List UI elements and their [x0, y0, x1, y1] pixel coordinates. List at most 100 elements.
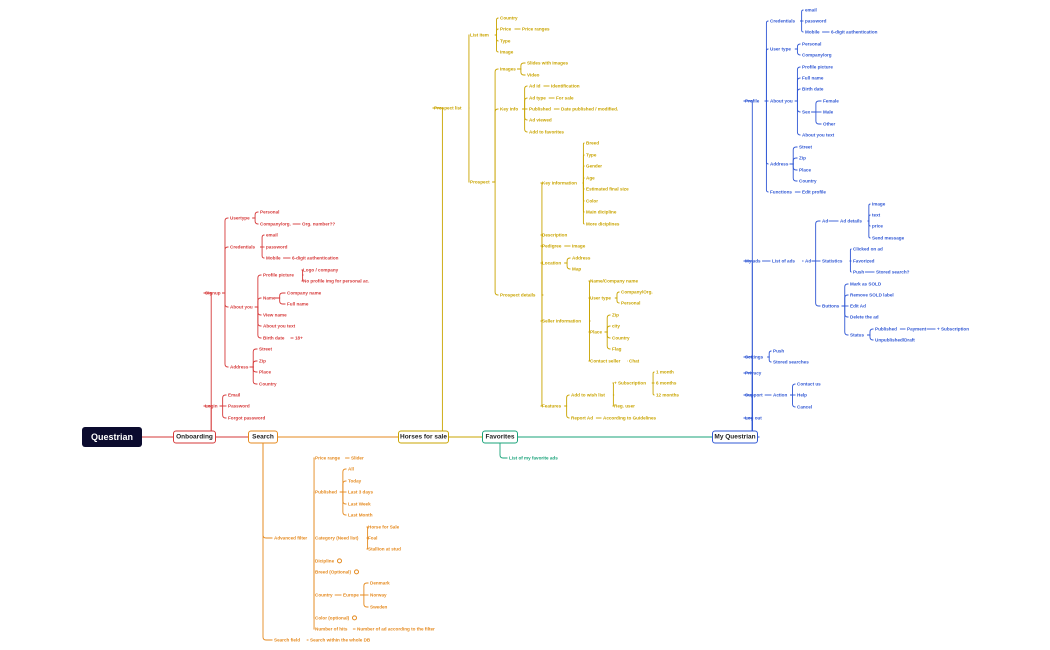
branch-favorites[interactable]: Favorites: [482, 430, 518, 444]
node-mq-spush: Push: [773, 349, 784, 354]
node-se-color: Color (optional): [315, 615, 358, 621]
connector-mq-status-to-mq-published: [867, 328, 874, 336]
branch-search[interactable]: Search: [248, 430, 278, 444]
node-ho-personal-text: Personal: [621, 300, 641, 306]
connector-mq-profile-to-mq-credentials: [764, 20, 769, 102]
node-mq-unpublished-text: Unpublished/Draft: [875, 337, 915, 343]
connector-mq-addetails-to-mq-text: [867, 214, 871, 222]
node-ho-type2-text: Type: [586, 152, 597, 158]
node-se-published-text: Published: [315, 489, 337, 495]
connector-ob-credentials-to-ob-email: [260, 234, 265, 248]
node-se-europe-text: Europe: [343, 592, 359, 598]
node-mq-street: Street: [799, 145, 812, 150]
node-ho-features-text: Features: [542, 403, 562, 409]
node-ho-addfav: Add to favorites: [529, 130, 564, 135]
connector-mq-about-to-mq-fullname: [794, 77, 801, 102]
node-ob-personal: Personal: [260, 210, 279, 215]
node-mq-favorized-text: Favorized: [853, 258, 875, 264]
node-ob-login: Login: [205, 404, 218, 409]
node-ho-age-text: Age: [586, 175, 595, 181]
node-mq-cancel-text: Cancel: [797, 404, 813, 410]
node-se-today: Today: [348, 479, 361, 484]
node-mq-sex: Sex: [802, 110, 810, 115]
connector-branch-myq-to-mq-profile: [743, 100, 760, 438]
connector-ob-name-to-ob-companyname: [274, 292, 286, 299]
node-ho-personal: Personal: [621, 301, 640, 306]
node-ho-breed-text: Breed: [586, 140, 600, 146]
node-mq-support: Support: [745, 393, 763, 398]
node-mq-edit-text: Edit profile: [802, 189, 826, 195]
node-ho-sellername: Name/Company name: [590, 279, 638, 284]
connector-ob-signup-to-ob-credentials: [222, 246, 229, 294]
connector-ho-keyinfo-to-ho-adid: [522, 85, 528, 110]
node-ho-adid-text: Ad id: [529, 83, 541, 89]
node-ob-address-text: Address: [230, 364, 249, 370]
node-mq-address: Address: [770, 162, 788, 167]
connector-ho-prospect-to-ho-details: [492, 181, 499, 296]
node-ho-slides: Slides with images: [527, 61, 568, 66]
node-ho-locmap-text: Map: [572, 266, 582, 272]
node-mq-other-text: Other: [823, 121, 836, 127]
node-ob-company-text: Company/org.: [260, 221, 291, 227]
branch-horses[interactable]: Horses for sale: [398, 430, 449, 444]
connector-ho-usertype-to-ho-companyorg: [614, 291, 620, 299]
node-ob-forgot-text: Forgot password: [228, 415, 266, 421]
root-node[interactable]: Questrian: [82, 427, 142, 447]
node-se-category-text: Category (Need list): [315, 535, 359, 541]
node-mq-place-text: Place: [799, 167, 812, 173]
node-ob-usertype-text: Usertype: [230, 215, 250, 221]
node-ob-street-text: Street: [259, 346, 273, 352]
connector-ho-wishlist-to-ho-subscription: [612, 382, 615, 396]
node-mq-send-text: Send message: [872, 235, 905, 241]
node-ho-subscription-text: + Subscription: [614, 380, 647, 386]
node-mq-myads: My ads: [745, 259, 761, 264]
node-mq-zip-text: Zip: [799, 155, 806, 161]
node-ho-flag: Flag: [612, 347, 621, 352]
node-mq-delete: Delete the ad: [850, 315, 879, 320]
node-se-slider-text: Slider: [351, 455, 364, 461]
connector-mq-action-to-mq-cancel: [790, 394, 796, 408]
connector-ob-credentials-to-ob-mobile: [260, 246, 265, 259]
connector-mq-buttons-to-mq-marksold: [841, 283, 849, 307]
node-ob-sixdigit: 6-digit authentication: [292, 256, 338, 261]
node-ho-12m-text: 12 months: [656, 392, 679, 398]
node-ho-pedigree-text: Pedigree: [542, 243, 562, 249]
node-mq-other: Other: [823, 122, 835, 127]
node-mq-price: price: [872, 224, 883, 229]
node-ho-country: Country: [500, 16, 518, 21]
node-ho-listitem-text: List item: [470, 32, 489, 38]
node-ob-abouttext-text: About you text: [263, 323, 296, 329]
connector-branch-onboarding-to-ob-signup: [203, 292, 218, 438]
node-ho-chat: Chat: [629, 359, 639, 364]
node-ho-published-text: Published: [529, 106, 551, 112]
node-mq-address-text: Address: [770, 161, 789, 167]
connector-mq-addetails-to-mq-image: [867, 203, 871, 222]
node-ho-report-text: Report Ad: [571, 415, 594, 421]
node-ho-1m-text: 1 month: [656, 369, 674, 375]
node-mq-removesold: Remove SOLD label: [850, 293, 894, 298]
connector-ho-listitem-to-ho-image: [494, 34, 499, 53]
node-ho-sellername-text: Name/Company name: [590, 278, 638, 284]
node-mq-text-text: text: [872, 212, 881, 218]
node-se-advanced: Advanced filter: [274, 536, 307, 541]
branch-myq[interactable]: My Questrian: [712, 430, 758, 444]
node-ho-chat-text: Chat: [629, 358, 640, 364]
node-ho-keyinformation-text: Key information: [542, 180, 577, 186]
node-se-hitsdesc: Number of ad according to the filter: [357, 627, 435, 632]
connector-ho-seller-to-ho-contact: [588, 320, 591, 362]
branch-onboarding-label: Onboarding: [176, 433, 213, 441]
connector-ho-prospect-to-ho-images: [492, 68, 499, 183]
node-ob-personal-text: Personal: [260, 209, 280, 215]
node-mq-company-text: Company/org: [802, 52, 832, 58]
node-mq-about: About you: [770, 99, 793, 104]
node-ho-priceranges: Price ranges: [522, 27, 550, 32]
connector-branch-search-to-se-field: [262, 443, 273, 641]
branch-onboarding[interactable]: Onboarding: [173, 430, 216, 444]
connector-ob-about-to-ob-profile-pic: [254, 274, 262, 308]
node-mq-marksold: Mark as SOLD: [850, 282, 881, 287]
node-se-lastweek-text: Last Week: [348, 501, 371, 507]
node-mq-spush-text: Push: [773, 348, 785, 354]
node-se-within-text: Search within the whole DB: [310, 637, 371, 643]
node-ob-18: 18+: [295, 336, 303, 341]
